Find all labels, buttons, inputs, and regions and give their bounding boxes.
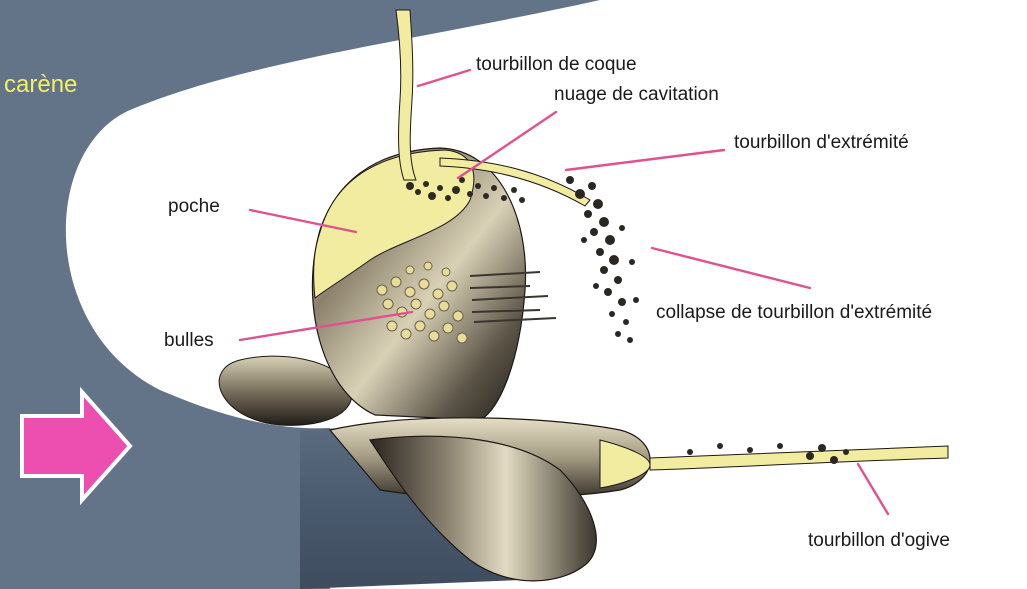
label-tip-vortex: tourbillon d'extrémité — [734, 132, 909, 153]
label-tip-vortex-collapse: collapse de tourbillon d'extrémité — [656, 302, 932, 323]
label-hub-vortex: tourbillon d'ogive — [808, 530, 950, 551]
label-sheet-cavity: poche — [168, 196, 220, 217]
leader-hull-vortex — [418, 70, 470, 86]
leader-tip-vortex — [566, 150, 724, 170]
hub-vortex — [650, 446, 948, 470]
leader-hub-vortex — [858, 464, 888, 514]
label-bubbles: bulles — [164, 330, 214, 351]
hull-label: carène — [4, 71, 77, 98]
label-hull-vortex: tourbillon de coque — [476, 54, 637, 75]
label-cavitation-cloud: nuage de cavitation — [554, 84, 719, 105]
leader-tip-vortex-collapse — [652, 248, 810, 288]
